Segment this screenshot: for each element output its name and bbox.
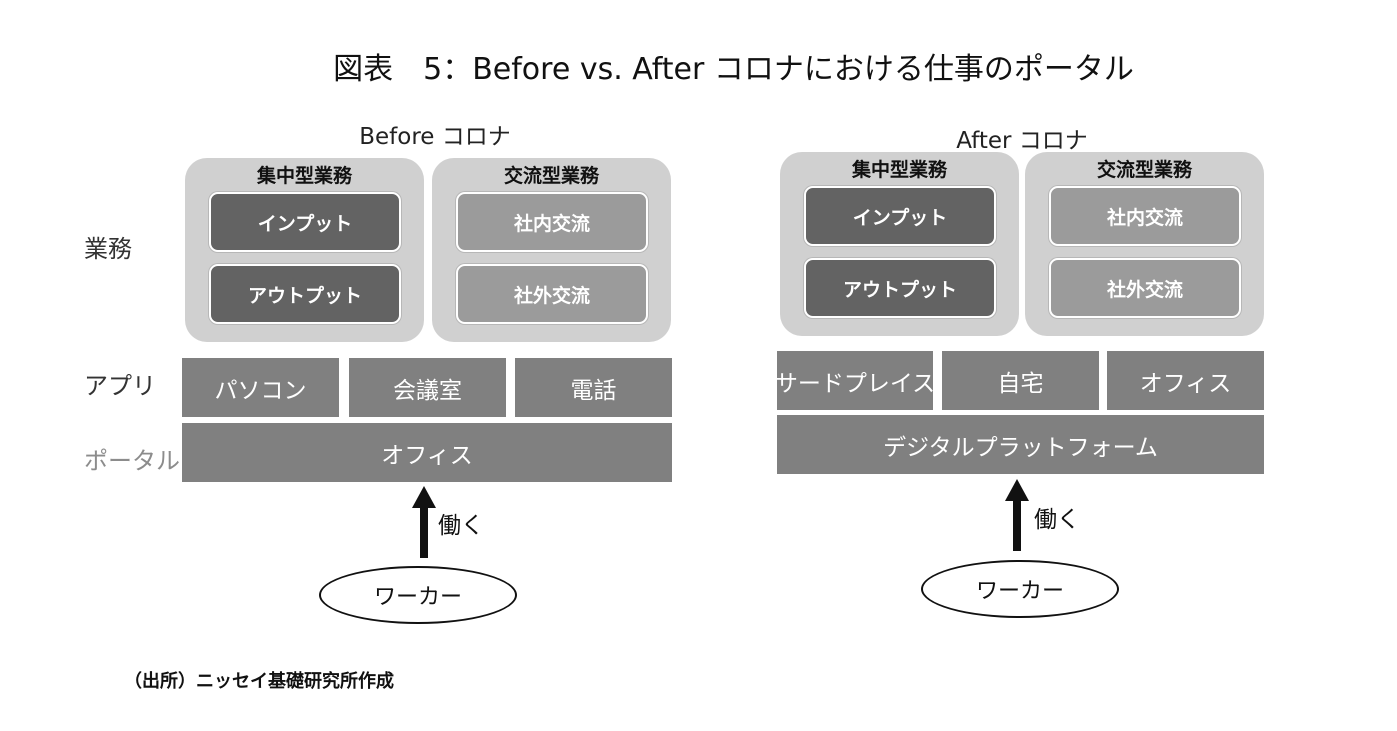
after-worker: ワーカー xyxy=(921,560,1119,618)
after-arrow-label: 働く xyxy=(1034,507,1080,533)
after-task-input: インプット xyxy=(804,186,996,246)
after-arrow xyxy=(1005,479,1029,551)
after-app-office: オフィス xyxy=(1107,351,1264,410)
after-task-external: 社外交流 xyxy=(1049,258,1241,318)
before-task-internal: 社内交流 xyxy=(456,192,648,252)
before-arrow-label: 働く xyxy=(438,513,484,539)
before-concentrated-group: 集中型業務 インプット アウトプット xyxy=(185,158,424,342)
before-heading: Before コロナ xyxy=(359,124,511,150)
before-exchange-group: 交流型業務 社内交流 社外交流 xyxy=(432,158,671,342)
after-task-internal: 社内交流 xyxy=(1049,186,1241,246)
before-exchange-title: 交流型業務 xyxy=(503,165,599,187)
before-portal: オフィス xyxy=(182,423,672,482)
after-app-third-place: サードプレイス xyxy=(775,351,935,410)
figure-title: 図表 5：Before vs. After コロナにおける仕事のポータル xyxy=(333,52,1134,87)
before-task-external: 社外交流 xyxy=(456,264,648,324)
before-arrow xyxy=(412,486,436,558)
after-exchange-group: 交流型業務 社内交流 社外交流 xyxy=(1025,152,1264,336)
after-concentrated-group: 集中型業務 インプット アウトプット xyxy=(780,152,1019,336)
after-heading: After コロナ xyxy=(956,128,1088,154)
after-app-home: 自宅 xyxy=(942,351,1099,410)
after-portal: デジタルプラットフォーム xyxy=(777,415,1264,474)
before-task-input: インプット xyxy=(209,192,401,252)
source-note: （出所）ニッセイ基礎研究所作成 xyxy=(124,671,394,692)
after-concentrated-title: 集中型業務 xyxy=(851,159,947,181)
before-app-phone: 電話 xyxy=(515,358,672,417)
before-app-pc: パソコン xyxy=(182,358,339,417)
after-exchange-title: 交流型業務 xyxy=(1096,159,1192,181)
before-task-output: アウトプット xyxy=(209,264,401,324)
row-label-tasks: 業務 xyxy=(84,235,132,263)
before-concentrated-title: 集中型業務 xyxy=(256,165,352,187)
row-label-apps: アプリ xyxy=(84,372,156,400)
before-worker: ワーカー xyxy=(319,566,517,624)
after-task-output: アウトプット xyxy=(804,258,996,318)
row-label-portal: ポータル xyxy=(84,447,180,475)
before-app-meeting-room: 会議室 xyxy=(349,358,506,417)
